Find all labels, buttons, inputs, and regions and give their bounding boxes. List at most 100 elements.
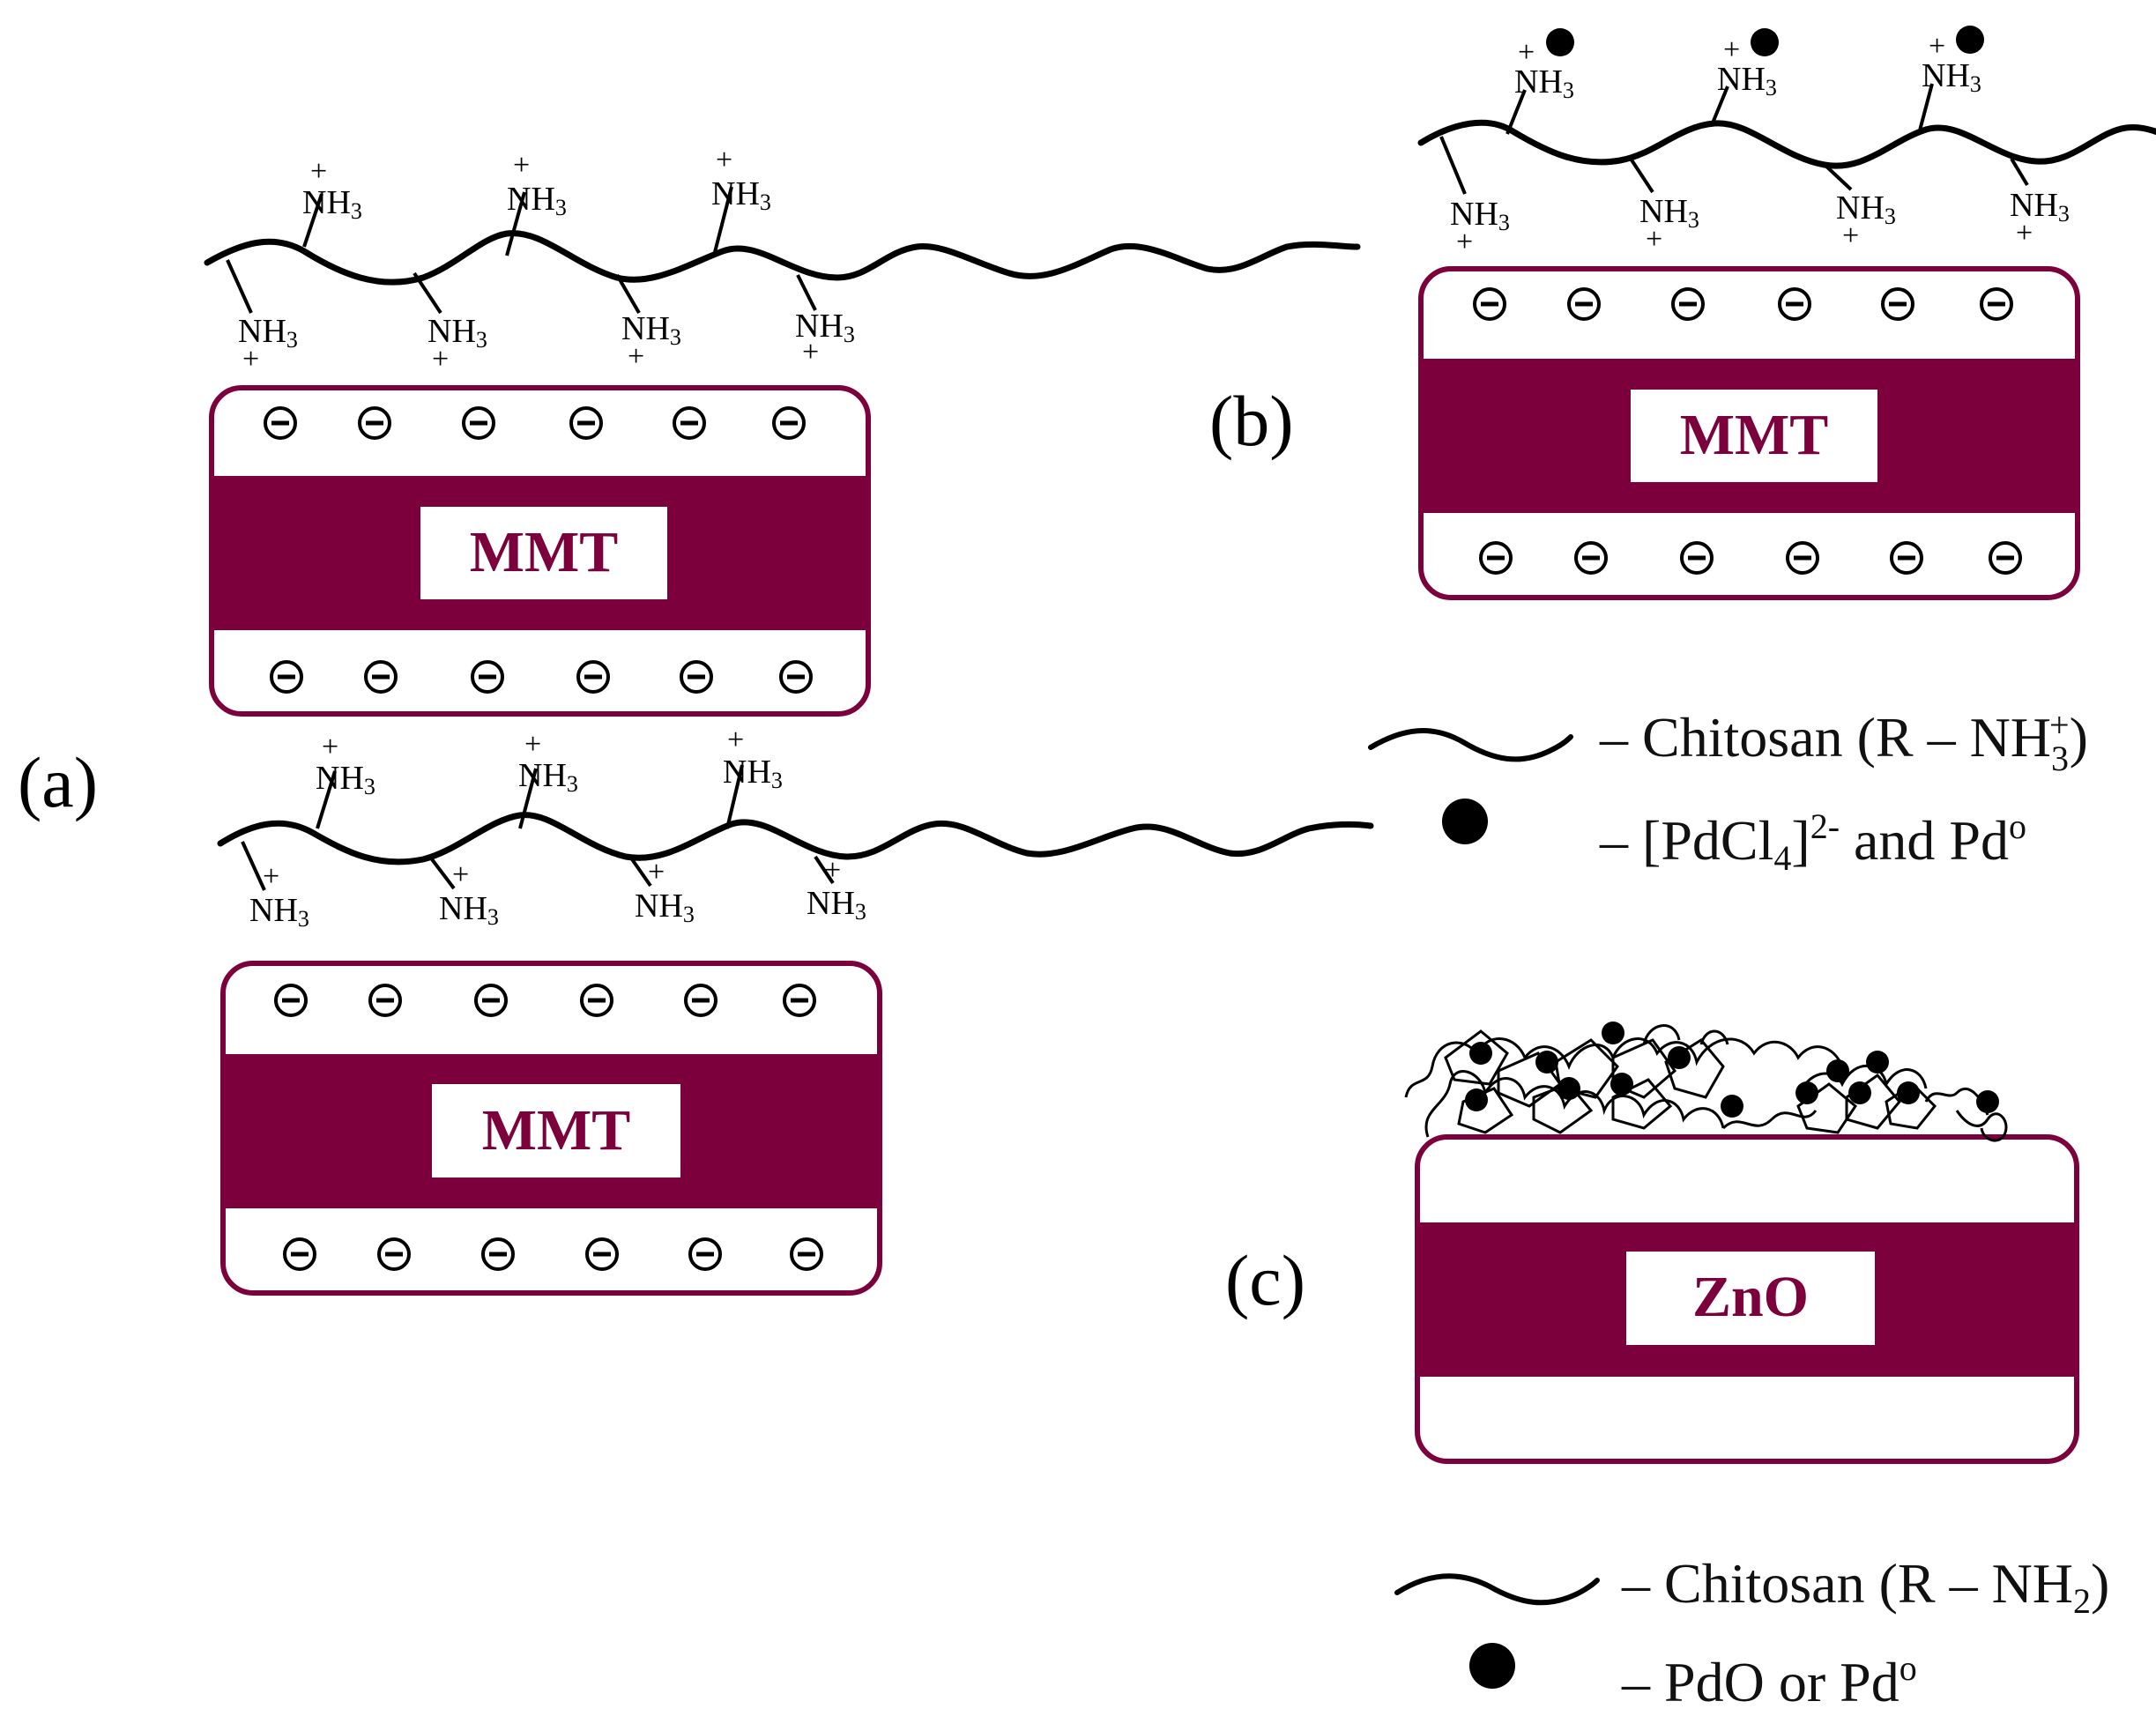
amine-down-a-bottom-3: + NH3 xyxy=(628,855,695,927)
svg-text:NH3: NH3 xyxy=(427,313,487,353)
svg-text:+: + xyxy=(452,858,469,891)
svg-text:NH3: NH3 xyxy=(302,184,362,224)
zno-plate-c: ZnO xyxy=(1415,1134,2079,1464)
svg-text:+: + xyxy=(1456,226,1473,258)
mmt-label-a-top: MMT xyxy=(470,520,619,584)
negative-charge-icon xyxy=(274,984,308,1017)
svg-text:+: + xyxy=(322,731,338,763)
svg-text:+: + xyxy=(524,728,541,761)
svg-text:NH3: NH3 xyxy=(807,885,866,925)
legend-b-chain-symbol-line xyxy=(1368,728,1573,762)
mmt-plate-b: MMT xyxy=(1418,266,2080,600)
svg-text:+: + xyxy=(513,149,530,182)
svg-text:+: + xyxy=(802,336,819,368)
negative-charge-icon xyxy=(688,1237,722,1271)
negative-charge-icon xyxy=(673,406,706,440)
negative-charge-row xyxy=(264,406,806,440)
negative-charge-icon xyxy=(368,984,402,1017)
svg-text:NH3: NH3 xyxy=(1514,63,1574,103)
svg-text:NH3: NH3 xyxy=(1450,196,1510,235)
negative-charge-icon xyxy=(481,1237,515,1271)
chitosan-chain-a-bottom xyxy=(217,812,1374,866)
negative-charge-icon xyxy=(790,1237,823,1271)
legend-c: – Chitosan (R – NH2) – PdO or Pdo xyxy=(1394,1552,2109,1713)
svg-text:+: + xyxy=(648,856,665,888)
legend-b-dot-symbol xyxy=(1442,799,1488,844)
negative-charge-icon xyxy=(1473,287,1506,321)
amine-down-a-bottom-4: + NH3 xyxy=(807,854,866,925)
svg-text:NH3: NH3 xyxy=(723,754,783,793)
svg-text:NH3: NH3 xyxy=(635,888,695,927)
svg-text:+: + xyxy=(1929,30,1945,63)
negative-charge-icon xyxy=(1980,287,2013,321)
amine-down-a-top-3: NH3 + xyxy=(615,273,681,373)
svg-text:+: + xyxy=(824,854,841,887)
negative-charge-icon xyxy=(684,984,717,1017)
amine-down-a-bottom-2: + NH3 xyxy=(430,858,499,930)
negative-charge-icon xyxy=(1671,287,1705,321)
legend-c-dot-text: – PdO or Pdo xyxy=(1621,1648,1917,1713)
negative-charge-icon xyxy=(377,1237,411,1271)
negative-charge-row xyxy=(1479,541,2022,575)
amine-up-a-bottom-1: + NH3 xyxy=(316,731,375,829)
amine-up-b-3: + NH3 xyxy=(1918,26,1984,131)
chitosan-chain-b xyxy=(1417,119,2156,169)
negative-charge-icon xyxy=(270,660,303,694)
svg-text:NH3: NH3 xyxy=(507,181,567,220)
svg-text:+: + xyxy=(2016,217,2033,249)
negative-charge-icon xyxy=(471,660,504,694)
amine-down-a-bottom-1: + NH3 xyxy=(241,841,309,932)
amine-up-a-bottom-3: + NH3 xyxy=(723,724,783,829)
zno-label: ZnO xyxy=(1692,1265,1809,1329)
chitosan-chain-a-top xyxy=(204,230,1361,286)
svg-text:NH3: NH3 xyxy=(238,313,298,353)
negative-charge-icon xyxy=(772,406,806,440)
negative-charge-icon xyxy=(569,406,603,440)
svg-text:NH3: NH3 xyxy=(795,308,855,347)
negative-charge-icon xyxy=(1778,287,1811,321)
negative-charge-icon xyxy=(1881,287,1914,321)
pd-dot-b-2 xyxy=(1751,28,1779,56)
amine-up-b-2: + NH3 xyxy=(1710,28,1779,126)
svg-text:+: + xyxy=(628,340,644,373)
negative-charge-icon xyxy=(580,984,613,1017)
svg-text:+: + xyxy=(432,343,449,375)
svg-text:NH3: NH3 xyxy=(249,892,309,932)
svg-text:NH3: NH3 xyxy=(316,760,375,799)
negative-charge-icon xyxy=(264,406,297,440)
negative-charge-icon xyxy=(462,406,495,440)
amine-down-b-4: NH3 + xyxy=(2010,157,2070,249)
negative-charge-row xyxy=(270,660,813,694)
negative-charge-icon xyxy=(474,984,508,1017)
svg-text:NH3: NH3 xyxy=(439,890,499,930)
svg-text:NH3: NH3 xyxy=(2010,187,2070,227)
pd-dot-b-3 xyxy=(1956,26,1984,54)
negative-charge-icon xyxy=(783,984,816,1017)
amine-down-b-3: NH3 + xyxy=(1821,161,1896,252)
amine-down-b-2: NH3 + xyxy=(1629,157,1699,256)
amine-down-a-top-1: NH3 + xyxy=(226,259,298,375)
pd-dot-b-1 xyxy=(1546,28,1574,56)
svg-text:NH3: NH3 xyxy=(621,310,681,350)
amine-up-b-1: + NH3 xyxy=(1505,28,1574,135)
negative-charge-icon xyxy=(283,1237,316,1271)
chitosan-tangle-c xyxy=(1404,1024,2008,1142)
svg-text:NH3: NH3 xyxy=(711,175,771,215)
negative-charge-icon xyxy=(585,1237,619,1271)
negative-charge-row xyxy=(274,984,816,1017)
svg-text:+: + xyxy=(310,155,327,188)
svg-text:+: + xyxy=(1723,33,1740,66)
negative-charge-icon xyxy=(779,660,813,694)
svg-text:+: + xyxy=(727,724,744,756)
panel-label-b: (b) xyxy=(1209,381,1294,461)
amine-up-a-bottom-2: + NH3 xyxy=(518,728,578,829)
negative-charge-icon xyxy=(1479,541,1513,575)
amine-down-b-1: NH3 + xyxy=(1439,136,1510,258)
svg-text:+: + xyxy=(1842,219,1859,252)
mmt-label-a-bottom: MMT xyxy=(482,1098,631,1163)
negative-charge-icon xyxy=(1989,541,2022,575)
svg-text:NH3: NH3 xyxy=(1922,57,1981,97)
amine-up-a-top-3: + NH3 xyxy=(711,144,771,256)
